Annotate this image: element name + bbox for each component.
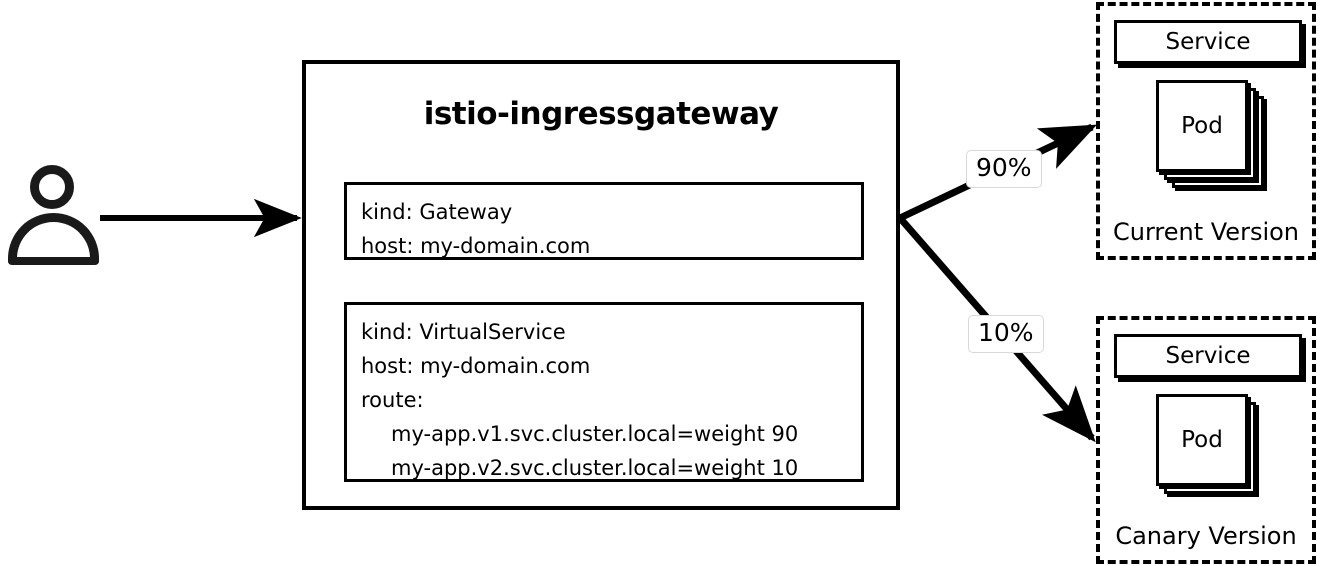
istio-ingressgateway-box: istio-ingressgateway kind: Gateway host:… [302, 60, 900, 510]
gateway-spec-line: host: my-domain.com [361, 234, 591, 258]
user-body-icon [8, 213, 99, 265]
pod-card-front: Pod [1156, 394, 1248, 486]
canary-version-group: Service Pod Canary Version [1096, 316, 1316, 564]
gateway-resource-box: kind: Gateway host: my-domain.com [344, 182, 864, 260]
service-box: Service [1114, 334, 1302, 378]
canary-version-caption: Canary Version [1115, 522, 1297, 550]
service-box: Service [1114, 20, 1302, 64]
virtualservice-spec-line: kind: VirtualService [361, 320, 566, 344]
current-version-caption: Current Version [1112, 218, 1300, 246]
virtualservice-spec-line: route: [361, 388, 424, 412]
weight-label-primary: 90% [966, 150, 1042, 188]
user-head-icon [30, 165, 74, 209]
pod-card-front: Pod [1156, 80, 1248, 172]
user-icon [8, 165, 108, 270]
virtualservice-spec-line: host: my-domain.com [361, 354, 591, 378]
virtualservice-route-line: my-app.v2.svc.cluster.local=weight 10 [391, 456, 799, 480]
virtualservice-resource-box: kind: VirtualService host: my-domain.com… [344, 302, 864, 482]
page-title: istio-ingressgateway [423, 96, 779, 132]
gateway-spec-line: kind: Gateway [361, 200, 513, 224]
current-version-group: Service Pod Current Version [1096, 2, 1316, 260]
weight-label-canary: 10% [968, 315, 1044, 353]
virtualservice-route-line: my-app.v1.svc.cluster.local=weight 90 [391, 422, 799, 446]
